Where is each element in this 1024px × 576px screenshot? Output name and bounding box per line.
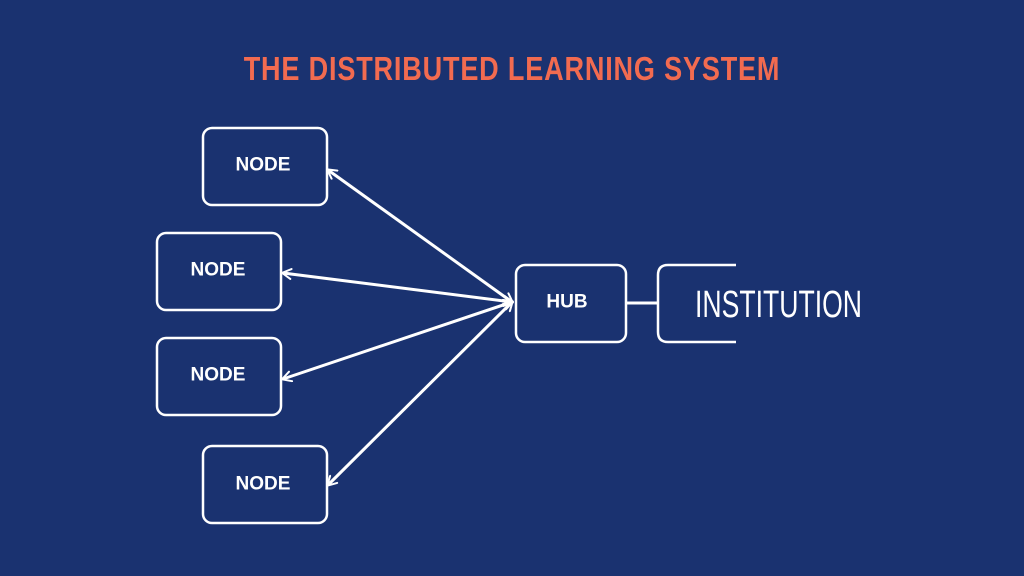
slide-title: THE DISTRIBUTED LEARNING SYSTEM: [243, 50, 781, 87]
connector-hub-node-4: [326, 300, 514, 487]
node-label-4: NODE: [236, 474, 291, 495]
institution-bracket: [656, 263, 736, 344]
node-box-3: NODE: [155, 336, 283, 417]
hub-box: HUB: [514, 263, 628, 344]
node-box-1: NODE: [201, 126, 329, 207]
node-box-2: NODE: [155, 231, 283, 312]
node-label-3: NODE: [191, 365, 246, 386]
institution-label: INSTITUTION: [695, 284, 862, 326]
hub-label: HUB: [546, 292, 587, 313]
node-label-1: NODE: [236, 155, 291, 176]
node-label-2: NODE: [191, 260, 246, 281]
connector-hub-node-3: [281, 298, 514, 383]
node-box-4: NODE: [201, 444, 329, 525]
connector-hub-node-2: [281, 268, 514, 307]
